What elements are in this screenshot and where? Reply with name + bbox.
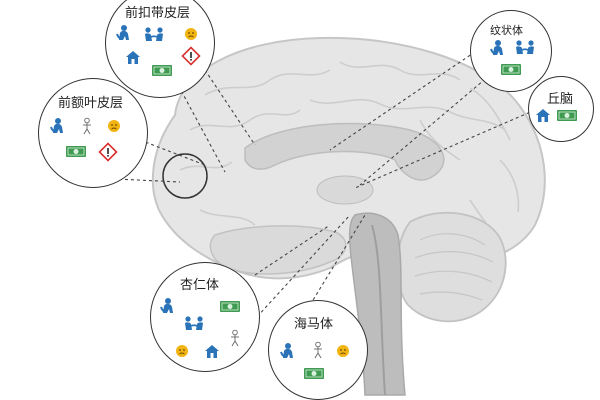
house-icon [126,51,140,64]
crouching-person-icon [51,118,63,133]
emoji-face-icon [185,28,197,40]
emoji-face-icon [176,345,188,357]
money-icon [66,146,86,157]
money-icon [557,110,577,121]
two-people-icon [516,40,534,54]
warning-icon [100,144,117,161]
stick-figure-icon [231,330,239,346]
money-icon [501,64,521,75]
stick-figure-icon [314,342,322,358]
crouching-person-icon [491,40,503,55]
money-icon [304,368,324,379]
emoji-face-icon [337,345,349,357]
crouching-person-icon [117,25,129,40]
two-people-icon [145,27,163,41]
crouching-person-icon [281,343,293,358]
stick-figure-icon [83,118,91,134]
house-icon [205,345,219,358]
house-icon [536,109,550,122]
crouching-person-icon [161,298,173,313]
two-people-icon [185,316,203,330]
emoji-face-icon [108,120,120,132]
money-icon [220,301,240,312]
money-icon [152,65,172,76]
warning-icon [183,48,200,65]
